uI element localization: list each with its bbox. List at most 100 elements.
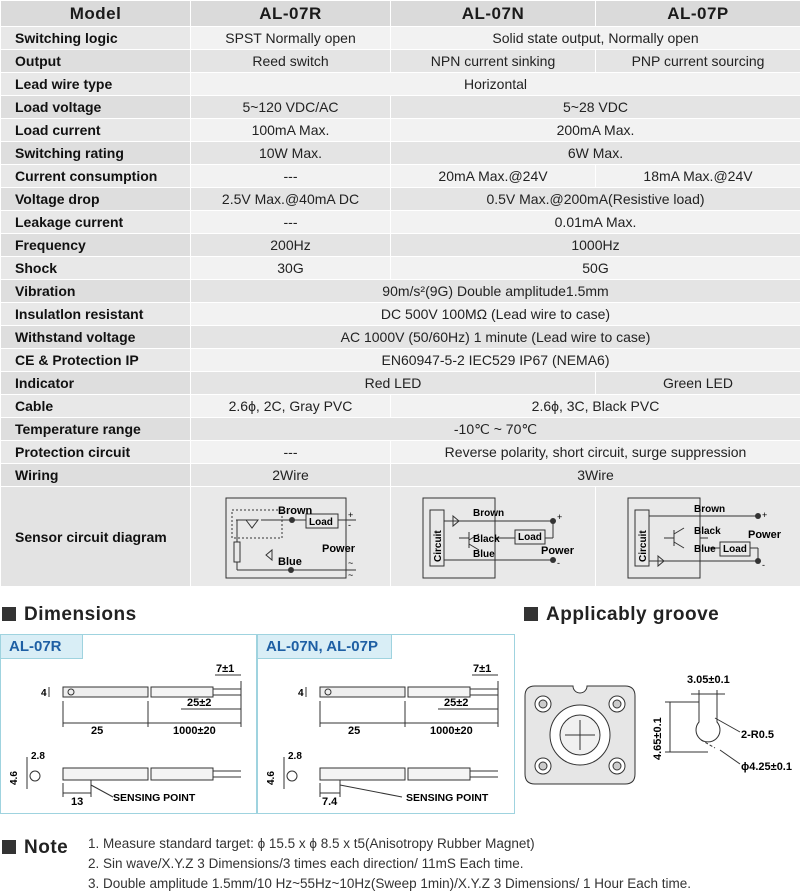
svg-text:Power: Power xyxy=(541,545,575,557)
dim-np-25: 25 xyxy=(348,725,360,737)
spec-label: Output xyxy=(1,50,191,73)
spec-label: Switching rating xyxy=(1,142,191,165)
note-2: 2. Sin wave/X.Y.Z 3 Dimensions/3 times e… xyxy=(88,854,691,874)
spec-value-n-p: Reverse polarity, short circuit, surge s… xyxy=(391,441,800,464)
dim-np-25b: 25±2 xyxy=(444,697,468,709)
spec-value-all: -10℃ ~ 70℃ xyxy=(191,418,800,441)
dim-panel-al07r: AL-07R 4 7±1 25±2 25 1000±20 2.8 4.6 13 … xyxy=(0,634,257,814)
dim-r-46: 4.6 xyxy=(9,771,20,785)
header-al07p: AL-07P xyxy=(596,1,800,27)
spec-label: Current consumption xyxy=(1,165,191,188)
spec-label: Insulatlon resistant xyxy=(1,303,191,326)
dim-r-4: 4 xyxy=(41,688,47,699)
dim-np-sensing: SENSING POINT xyxy=(406,792,489,804)
groove-drawing: 3.05±0.1 4.65±0.1 2-R0.5 ϕ4.25±0.1 xyxy=(515,634,800,824)
dim-r-25: 25 xyxy=(91,725,103,737)
spec-value-n-p: 50G xyxy=(391,257,800,280)
svg-text:+: + xyxy=(762,510,767,520)
dim-r-7: 7±1 xyxy=(216,663,234,675)
svg-text:Brown: Brown xyxy=(278,505,313,517)
groove-width: 3.05±0.1 xyxy=(687,674,730,686)
dim-r-sensing: SENSING POINT xyxy=(113,792,196,804)
spec-value-n-p: 5~28 VDC xyxy=(391,96,800,119)
spec-label: Protection circuit xyxy=(1,441,191,464)
spec-value-n-p: Solid state output, Normally open xyxy=(391,27,800,50)
spec-value-p: PNP current sourcing xyxy=(596,50,800,73)
dim-np-46: 4.6 xyxy=(266,771,277,785)
spec-value-r: Reed switch xyxy=(191,50,391,73)
svg-text:Load: Load xyxy=(723,544,747,555)
spec-value-r: --- xyxy=(191,441,391,464)
svg-text:Circuit: Circuit xyxy=(638,530,649,562)
spec-label: Vibration xyxy=(1,280,191,303)
spec-value-r: 200Hz xyxy=(191,234,391,257)
spec-table: Model AL-07R AL-07N AL-07P Switching log… xyxy=(0,0,800,587)
svg-text:Brown: Brown xyxy=(694,504,725,515)
spec-label: Withstand voltage xyxy=(1,326,191,349)
dim-np-4: 4 xyxy=(298,688,304,699)
dim-r-28: 2.8 xyxy=(31,751,45,762)
spec-label: Frequency xyxy=(1,234,191,257)
spec-label: Leakage current xyxy=(1,211,191,234)
spec-label: CE & Protection IP xyxy=(1,349,191,372)
spec-value-n: NPN current sinking xyxy=(391,50,596,73)
spec-value-n-p: 0.5V Max.@200mA(Resistive load) xyxy=(391,188,800,211)
spec-label: Load current xyxy=(1,119,191,142)
spec-row: Leakage current---0.01mA Max. xyxy=(1,211,800,234)
dimensions-heading: Dimensions xyxy=(2,604,137,626)
groove-radius: 2-R0.5 xyxy=(741,729,774,741)
spec-value-r: 2Wire xyxy=(191,464,391,487)
dim-np-74: 7.4 xyxy=(322,796,338,808)
spec-label: Wiring xyxy=(1,464,191,487)
header-al07r: AL-07R xyxy=(191,1,391,27)
spec-value-all: 90m/s²(9G) Double amplitude1.5mm xyxy=(191,280,800,303)
spec-value-n-p: 2.6ϕ, 3C, Black PVC xyxy=(391,395,800,418)
spec-value-n: 20mA Max.@24V xyxy=(391,165,596,188)
spec-label: Load voltage xyxy=(1,96,191,119)
svg-text:Power: Power xyxy=(322,543,356,555)
dim-np-1000: 1000±20 xyxy=(430,725,473,737)
spec-value-n-p: 200mA Max. xyxy=(391,119,800,142)
spec-label: Sensor circuit diagram xyxy=(1,487,191,587)
note-3: 3. Double amplitude 1.5mm/10 Hz~55Hz~10H… xyxy=(88,874,691,894)
svg-text:Blue: Blue xyxy=(278,556,302,568)
svg-text:Power: Power xyxy=(748,529,782,541)
svg-text:-: - xyxy=(557,558,560,568)
dim-r-25b: 25±2 xyxy=(187,697,211,709)
spec-value-r: 100mA Max. xyxy=(191,119,391,142)
header-model: Model xyxy=(1,1,191,27)
spec-value-r: 30G xyxy=(191,257,391,280)
header-al07n: AL-07N xyxy=(391,1,596,27)
note-1: 1. Measure standard target: ϕ 15.5 x ϕ 8… xyxy=(88,834,691,854)
spec-label: Temperature range xyxy=(1,418,191,441)
dim-r-13: 13 xyxy=(71,796,83,808)
spec-value-r: 2.5V Max.@40mA DC xyxy=(191,188,391,211)
spec-value-r: --- xyxy=(191,211,391,234)
svg-text:Brown: Brown xyxy=(473,508,504,519)
spec-value-r: --- xyxy=(191,165,391,188)
spec-value-n-p: 3Wire xyxy=(391,464,800,487)
svg-text:+: + xyxy=(557,512,562,522)
svg-text:Black: Black xyxy=(694,526,721,537)
groove-diameter: ϕ4.25±0.1 xyxy=(741,761,792,773)
spec-value-n-p: 6W Max. xyxy=(391,142,800,165)
